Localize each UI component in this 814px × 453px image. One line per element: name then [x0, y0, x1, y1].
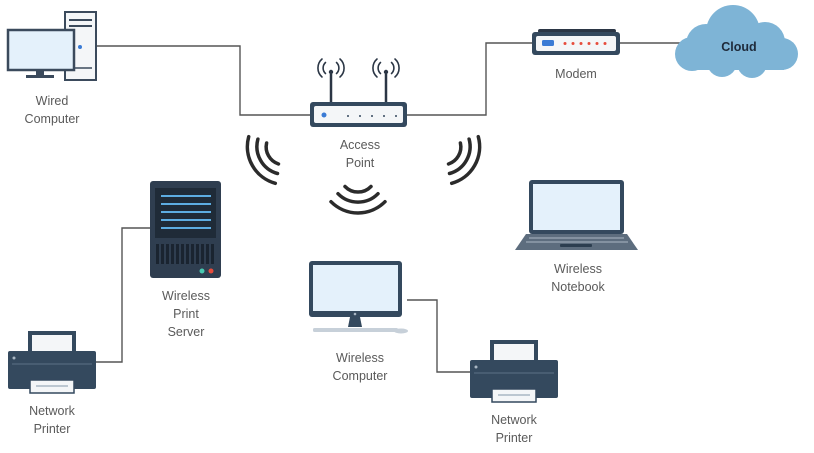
access-point-label: Access Point — [322, 136, 398, 172]
wireless-print-server-icon — [150, 181, 221, 278]
wired-computer-label-line2: Computer — [24, 112, 80, 126]
wireless-notebook-label-line1: Wireless — [554, 262, 602, 276]
network-printer-left-icon — [8, 331, 96, 394]
wireless-computer-label-line1: Wireless — [336, 351, 384, 365]
wire-access-point-to-modem — [406, 42, 534, 116]
network-printer-right-label: Network Printer — [476, 411, 552, 447]
wireless-notebook-label: Wireless Notebook — [538, 260, 618, 296]
wireless-notebook-icon — [515, 180, 638, 250]
connection-wires — [96, 42, 680, 373]
wired-computer-label-line1: Wired — [35, 94, 69, 108]
modem-label-line1: Modem — [555, 67, 597, 81]
access-point-icon — [310, 58, 407, 127]
wireless-print-server-label-line2: Print — [173, 307, 199, 321]
wireless-computer-label: Wireless Computer — [320, 349, 400, 385]
cloud-icon — [675, 5, 798, 78]
network-printer-right-label-line1: Network — [491, 413, 537, 427]
wireless-computer-label-line2: Computer — [332, 369, 388, 383]
wireless-notebook-label-line2: Notebook — [551, 280, 605, 294]
access-point-label-line2: Point — [345, 156, 375, 170]
wired-computer-icon — [6, 11, 97, 81]
wire-wireless-computer-to-printer — [407, 299, 470, 373]
network-printer-right-label-line2: Printer — [495, 431, 533, 445]
modem-icon — [532, 29, 620, 55]
wireless-print-server-label: Wireless Print Server — [148, 287, 224, 341]
wire-computer-to-access-point — [97, 45, 312, 116]
network-printer-right-icon — [470, 340, 558, 403]
cloud-label: Cloud — [721, 40, 757, 54]
network-printer-left-label-line1: Network — [29, 404, 75, 418]
wireless-computer-icon — [309, 261, 408, 334]
wired-computer-label: Wired Computer — [14, 92, 90, 128]
access-point-label-line1: Access — [339, 138, 381, 152]
wireless-print-server-label-line3: Server — [167, 325, 205, 339]
network-printer-left-label: Network Printer — [14, 402, 90, 438]
wifi-signal-icon — [245, 134, 482, 215]
wire-print-server-to-printer — [96, 227, 150, 363]
modem-label: Modem — [538, 65, 614, 83]
network-printer-left-label-line2: Printer — [33, 422, 71, 436]
wireless-print-server-label-line1: Wireless — [162, 289, 210, 303]
